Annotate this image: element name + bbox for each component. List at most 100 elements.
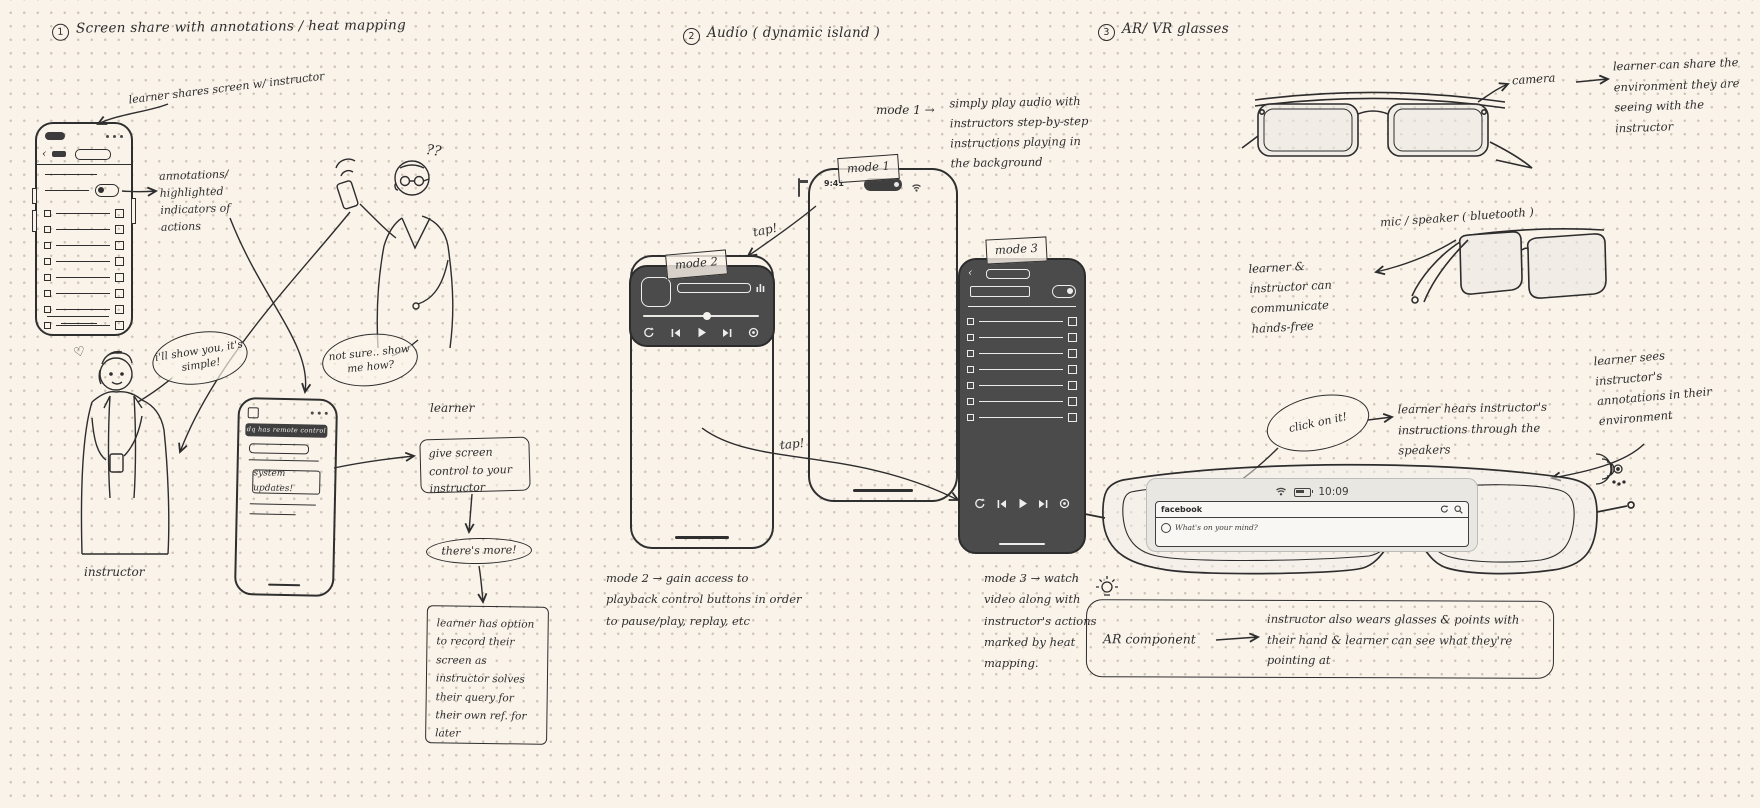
equalizer-icon xyxy=(756,280,765,298)
signal-waves xyxy=(335,158,356,177)
idea-lamp-icon xyxy=(1096,576,1118,596)
wifi-icon xyxy=(911,179,922,197)
learner-arm-raised xyxy=(359,203,397,239)
list-rows xyxy=(37,202,131,330)
back-chevron-icon: ‹ xyxy=(42,147,47,160)
comm-annotation-text: learner & instructor can communicate han… xyxy=(1248,258,1333,337)
arrow-phone-to-flowbox xyxy=(333,451,417,469)
status-time: 9:41 xyxy=(824,179,844,188)
mode3-phone: ‹ xyxy=(958,258,1086,554)
play-icon xyxy=(1018,496,1028,514)
instructor-hair xyxy=(98,350,133,385)
mode3-label-box: mode 3 xyxy=(985,236,1048,265)
glasses-front-sketch xyxy=(1241,91,1533,169)
flow-note-record: learner has option to record their scree… xyxy=(425,605,549,745)
ar-component-text: instructor also wears glasses & points w… xyxy=(1266,611,1520,668)
speaker-doodle-right xyxy=(1595,453,1626,486)
progress-knob xyxy=(703,311,711,320)
learner-figure xyxy=(335,158,454,349)
content-line xyxy=(45,174,97,175)
arrow-toggle-to-annotations xyxy=(121,186,159,197)
instructor-figure xyxy=(80,350,170,555)
arrow-glyph: → xyxy=(652,571,663,585)
coffee-cup xyxy=(109,453,124,473)
mode2-desc: mode 2 → gain access to playback control… xyxy=(606,571,802,628)
remote-control-phone: dq has remote control system updates! xyxy=(233,396,339,598)
address-pill xyxy=(986,269,1030,279)
instructor-label: instructor xyxy=(84,565,145,579)
battery-icon xyxy=(1294,487,1314,497)
avatar xyxy=(1161,523,1171,534)
next-icon xyxy=(1038,496,1049,514)
system-updates-text: system updates! xyxy=(253,468,294,495)
replay-icon xyxy=(643,325,655,343)
section2-number: 2 xyxy=(683,28,700,45)
side-button xyxy=(131,198,136,224)
goggles-temple-right xyxy=(1596,505,1628,513)
glasses-temple-arms xyxy=(1411,239,1469,303)
curve-learner-phone-to-instructor xyxy=(178,211,351,454)
glasses-temple-folded xyxy=(1489,141,1533,169)
annotation-toggle xyxy=(1052,285,1076,298)
content-line xyxy=(45,190,89,191)
phone-camera-notch xyxy=(45,132,65,140)
hears-annotation-text: learner hears instructor's instructions … xyxy=(1397,399,1548,458)
system-updates-box: system updates! xyxy=(252,468,321,495)
camera-annotation-text: learner can share the environment they a… xyxy=(1612,55,1740,136)
curve-annotations-to-remote-phone xyxy=(229,217,312,395)
mode1-desc: simply play audio with instructors step-… xyxy=(949,94,1089,171)
content-line xyxy=(249,503,316,506)
menu-dots-icon xyxy=(106,135,123,138)
section1-number: 1 xyxy=(51,23,70,41)
speaker-icon xyxy=(748,325,759,343)
content-line xyxy=(249,513,296,516)
hud-screen: 10:09 facebook What's on your mind? xyxy=(1146,478,1478,552)
dynamic-island xyxy=(864,178,902,191)
section3-number: 3 xyxy=(1098,24,1115,41)
arrow-ar-component xyxy=(1215,632,1261,643)
shared-screen-phone: ‹ xyxy=(32,122,136,336)
wifi-icon xyxy=(1275,483,1287,501)
side-button xyxy=(32,188,37,204)
mode1-label-box: mode 1 xyxy=(837,153,900,183)
arrow-glyph: → xyxy=(924,103,935,117)
arrow-glyph: → xyxy=(1030,571,1041,585)
tap-label-2: tap! xyxy=(779,435,806,453)
back-chevron-icon: ‹ xyxy=(968,266,973,279)
waveform-bar xyxy=(677,283,751,293)
mode1-desc-label: mode 1 → xyxy=(876,103,935,117)
remote-control-banner-text: dq has remote control xyxy=(246,425,327,435)
facebook-title-bar: facebook xyxy=(1156,502,1468,518)
facebook-brand: facebook xyxy=(1161,505,1203,514)
glasses-side-sketch xyxy=(1411,228,1607,304)
home-indicator xyxy=(853,489,913,492)
play-icon xyxy=(697,325,707,343)
ar-component-box: AR component instructor also wears glass… xyxy=(1085,599,1555,679)
bubble-instructor-tail xyxy=(137,377,173,403)
arrow-flowbox-down xyxy=(464,493,475,535)
instructor-jacket xyxy=(80,390,170,555)
arrow-mic-to-comm xyxy=(1374,239,1457,276)
instructor-head xyxy=(99,357,133,391)
search-bar xyxy=(970,286,1030,297)
island-camera-dot xyxy=(894,182,899,187)
replay-icon xyxy=(974,496,986,514)
remote-control-banner: dq has remote control xyxy=(245,423,328,438)
speaker-icon xyxy=(1059,496,1070,514)
previous-icon xyxy=(996,496,1007,514)
learner-head xyxy=(394,160,430,196)
camera-label: camera xyxy=(1511,70,1556,88)
player-controls xyxy=(643,325,759,343)
arrow-camera-to-text xyxy=(1575,74,1611,85)
previous-icon xyxy=(670,325,681,343)
app-icon xyxy=(247,407,259,419)
menu-dots-icon xyxy=(310,411,328,415)
content-line xyxy=(61,323,97,324)
pill-row xyxy=(248,443,310,455)
address-pill xyxy=(75,149,111,160)
facebook-window: facebook What's on your mind? xyxy=(1155,501,1469,547)
arrow-hears xyxy=(1367,413,1395,423)
side-button xyxy=(32,210,37,232)
sees-annotation-text: learner sees instructor's annotations in… xyxy=(1592,348,1713,429)
